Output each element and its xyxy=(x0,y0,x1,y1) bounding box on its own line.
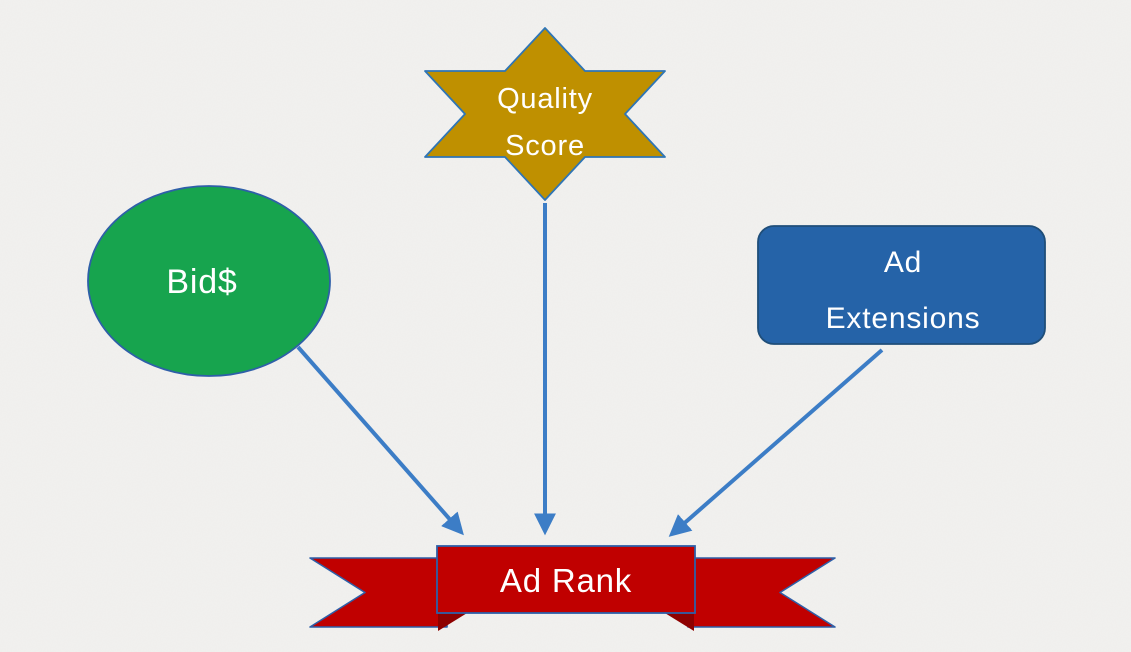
arrows xyxy=(296,203,884,537)
ribbon-right-fold xyxy=(660,610,694,631)
arrow-extensions-to-adrank xyxy=(668,348,884,537)
ad-extensions-label-line2: Extensions xyxy=(826,302,981,335)
ribbon-center-panel xyxy=(436,545,696,614)
ad-rank-node: Ad Rank xyxy=(309,545,836,631)
ad-extensions-node: Ad Extensions xyxy=(757,225,1046,345)
ribbon-right-tail xyxy=(687,557,836,628)
bid-node: Bid$ xyxy=(87,185,331,377)
quality-score-node: Quality Score xyxy=(424,27,666,201)
quality-score-star xyxy=(424,27,666,201)
quality-score-label-line2: Score xyxy=(505,130,585,162)
ribbon-left-fold xyxy=(438,610,472,631)
ad-extensions-label-line1: Ad xyxy=(884,246,922,279)
ad-rank-label: Ad Rank xyxy=(500,562,632,599)
bid-ellipse xyxy=(87,185,331,377)
ribbon-left-tail xyxy=(309,557,448,628)
quality-score-label-line1: Quality xyxy=(497,83,593,115)
ad-extensions-rect xyxy=(757,225,1046,345)
bid-label: Bid$ xyxy=(166,263,237,301)
arrow-bid-to-adrank xyxy=(296,345,464,536)
